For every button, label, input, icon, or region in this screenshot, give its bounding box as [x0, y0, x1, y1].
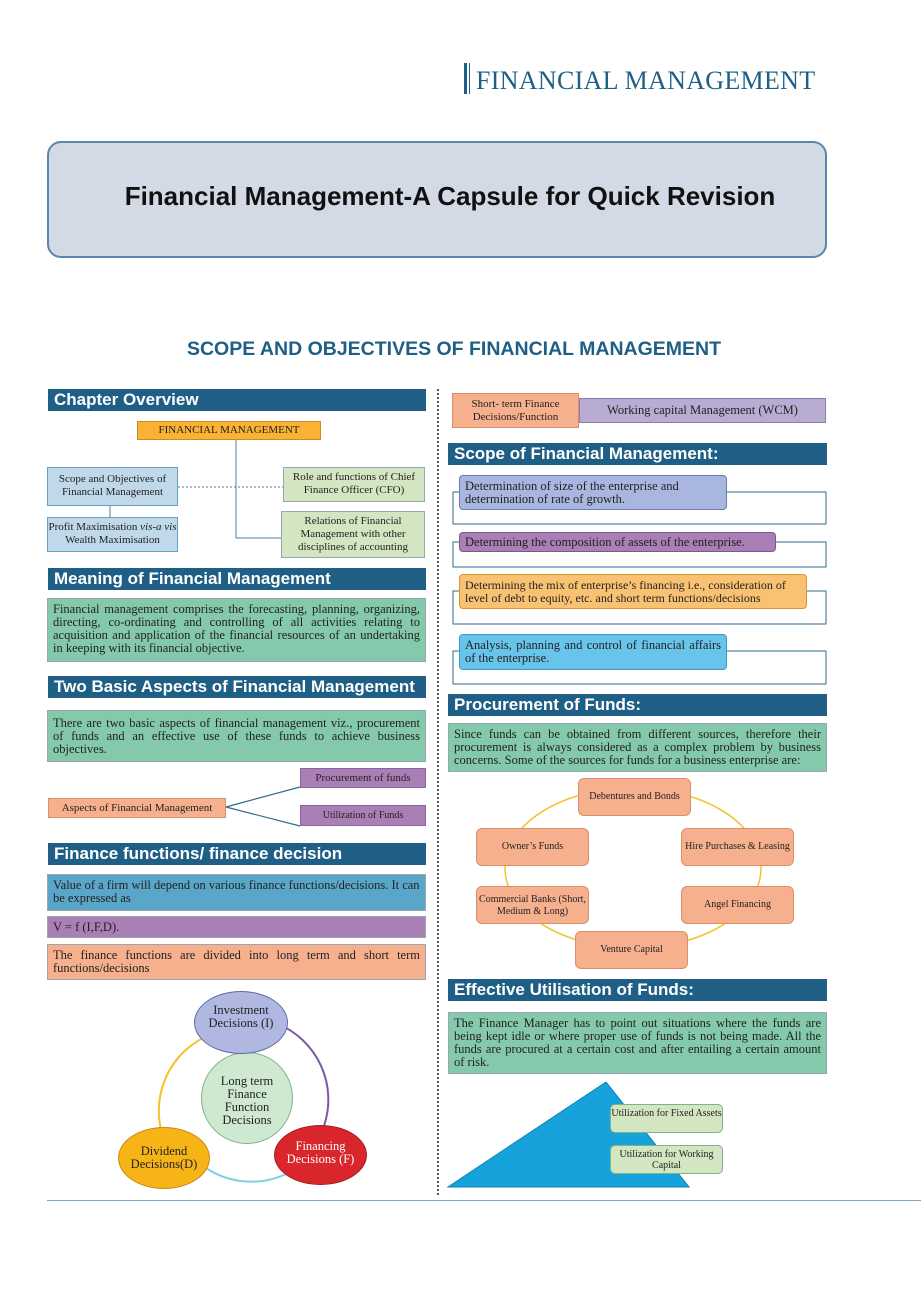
- overview-scope: Scope and Objectives of Financial Manage…: [47, 467, 178, 506]
- source-venture: Venture Capital: [575, 931, 688, 969]
- short-term-label: Short- term Finance Decisions/Function: [452, 393, 579, 428]
- overview-profit-b: vis-a vis: [140, 521, 177, 533]
- overview-cfo: Role and functions of Chief Finance Offi…: [283, 467, 425, 502]
- procurement-text: Since funds can be obtained from differe…: [448, 723, 827, 772]
- procurement-heading: Procurement of Funds:: [448, 694, 827, 716]
- utilisation-text: The Finance Manager has to point out sit…: [448, 1012, 827, 1074]
- scope-item-4: Analysis, planning and control of financ…: [459, 634, 727, 670]
- utilisation-heading: Effective Utilisation of Funds:: [448, 979, 827, 1001]
- aspects-text: There are two basic aspects of financial…: [47, 710, 426, 762]
- overview-relations: Relations of Financial Management with o…: [281, 511, 425, 558]
- functions-heading: Finance functions/ finance decision: [48, 843, 426, 865]
- column-divider: [437, 389, 439, 1195]
- section-title: SCOPE AND OBJECTIVES OF FINANCIAL MANAGE…: [186, 338, 722, 360]
- functions-text2: The finance functions are divided into l…: [47, 944, 426, 980]
- short-term-value: Working capital Management (WCM): [607, 403, 798, 417]
- capsule-title-box: [47, 141, 827, 258]
- decision-investment: [194, 991, 288, 1054]
- chapter-overview-heading: Chapter Overview: [48, 389, 426, 411]
- source-owners: Owner’s Funds: [476, 828, 589, 866]
- aspects-procurement: Procurement of funds: [300, 768, 426, 788]
- scope-item-2: Determining the composition of assets of…: [459, 532, 776, 552]
- aspects-heading: Two Basic Aspects of Financial Managemen…: [48, 676, 426, 698]
- overview-root: FINANCIAL MANAGEMENT: [137, 421, 321, 440]
- source-debentures: Debentures and Bonds: [578, 778, 691, 816]
- functions-formula: V = f (I,F,D).: [47, 916, 426, 938]
- running-title: FINANCIAL MANAGEMENT: [476, 66, 816, 95]
- functions-text1: Value of a firm will depend on various f…: [47, 874, 426, 911]
- decision-dividend: [118, 1127, 210, 1189]
- meaning-heading: Meaning of Financial Management: [48, 568, 426, 590]
- decision-financing: [274, 1125, 367, 1185]
- short-term-value-box: [579, 398, 826, 423]
- overview-profit: Profit Maximisation vis-a vis Wealth Max…: [47, 517, 178, 552]
- overview-profit-a: Profit Maximisation: [48, 521, 141, 533]
- utilisation-working: Utilization for Working Capital: [610, 1145, 723, 1174]
- source-banks: Commercial Banks (Short, Medium & Long): [476, 886, 589, 924]
- aspects-utilization: Utilization of Funds: [300, 805, 426, 826]
- footer-rule: [47, 1200, 921, 1201]
- header-rule-thin: [469, 63, 470, 94]
- source-hire-purchase: Hire Purchases & Leasing: [681, 828, 794, 866]
- utilisation-fixed: Utilization for Fixed Assets: [610, 1104, 723, 1133]
- scope-item-3: Determining the mix of enterprise’s fina…: [459, 574, 807, 609]
- decision-financing-label: Financing Decisions (F): [286, 1139, 355, 1166]
- capsule-title: Financial Management-A Capsule for Quick…: [124, 181, 776, 211]
- aspects-root: Aspects of Financial Management: [48, 798, 226, 818]
- scope-heading: Scope of Financial Management:: [448, 443, 827, 465]
- meaning-text: Financial management comprises the forec…: [47, 598, 426, 662]
- decision-center-label: Long term Finance Function Decisions: [220, 1074, 274, 1127]
- header-rule-thick: [464, 63, 467, 94]
- overview-profit-c: Wealth Maximisation: [65, 534, 160, 546]
- scope-item-1: Determination of size of the enterprise …: [459, 475, 727, 510]
- decision-dividend-label: Dividend Decisions(D): [130, 1144, 198, 1171]
- decision-investment-label: Investment Decisions (I): [208, 1003, 274, 1030]
- source-angel: Angel Financing: [681, 886, 794, 924]
